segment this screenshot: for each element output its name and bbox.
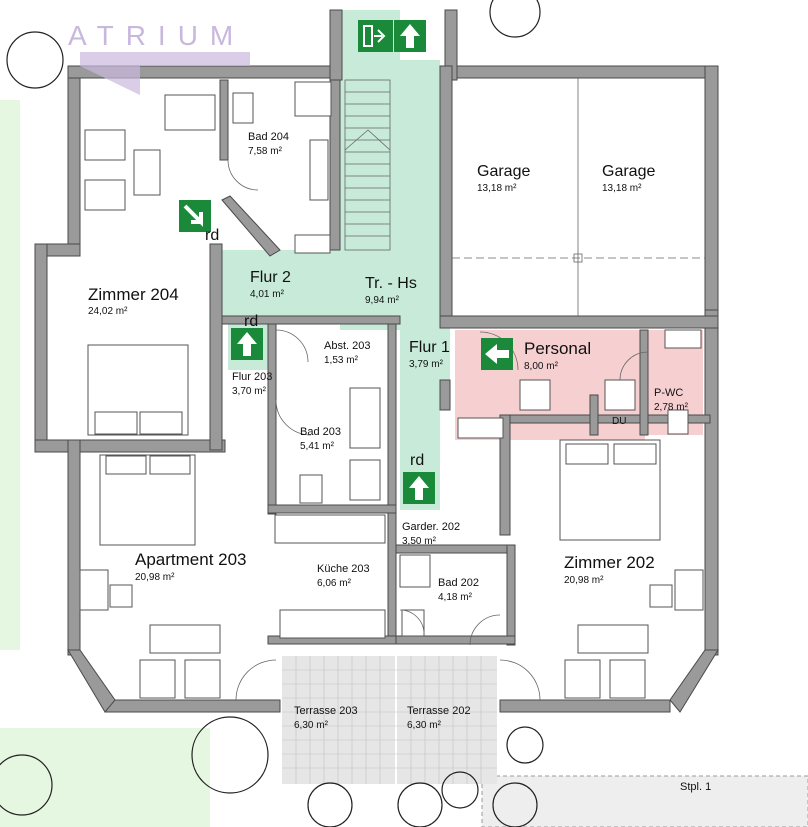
room-name-terrasse203: Terrasse 203 — [294, 705, 358, 717]
arrow-up-icon — [403, 472, 435, 504]
room-name-pwc: P-WC — [654, 387, 683, 399]
arrow-left-icon — [481, 338, 513, 370]
arrow-down-right-icon — [179, 200, 211, 232]
staircase — [344, 79, 391, 251]
terrace-grid — [282, 656, 497, 784]
room-area-terrasse203: 6,30 m² — [294, 720, 329, 731]
room-area-zimmer202: 20,98 m² — [564, 575, 604, 586]
room-area-abst203: 1,53 m² — [324, 355, 359, 366]
room-area-terrasse202: 6,30 m² — [407, 720, 442, 731]
room-name-flur203: Flur 203 — [232, 371, 272, 383]
rd-label: rd — [410, 452, 424, 469]
arrow-up-icon — [231, 328, 263, 360]
room-area-bad204: 7,58 m² — [248, 146, 283, 157]
logo-text: ATRIUM — [68, 20, 245, 51]
room-name-flur1: Flur 1 — [409, 339, 450, 356]
room-name-zimmer204: Zimmer 204 — [88, 285, 179, 304]
room-name-bad203: Bad 203 — [300, 426, 341, 438]
room-area-bad203: 5,41 m² — [300, 441, 335, 452]
room-name-apartment203: Apartment 203 — [135, 550, 247, 569]
interior-walls — [209, 65, 719, 646]
room-name-terrasse202: Terrasse 202 — [407, 705, 471, 717]
room-name-bad204: Bad 204 — [248, 131, 289, 143]
room-area-personal: 8,00 m² — [524, 361, 559, 372]
emergency-exit-icon — [358, 20, 393, 52]
room-area-garage2: 13,18 m² — [602, 183, 642, 194]
arrow-up-icon — [394, 20, 426, 52]
room-name-trhs: Tr. - Hs — [365, 275, 417, 292]
room-area-flur1: 3,79 m² — [409, 359, 444, 370]
room-area-zimmer204: 24,02 m² — [88, 306, 128, 317]
lawn-left — [0, 100, 20, 650]
room-area-pwc: 2,78 m² — [654, 402, 689, 413]
rd-label: rd — [205, 227, 219, 244]
room-area-bad202: 4,18 m² — [438, 592, 473, 603]
room-name-kueche203: Küche 203 — [317, 563, 370, 575]
exit-signs — [179, 20, 513, 504]
room-labels: Bad 204 7,58 m² Garage 13,18 m² Garage 1… — [88, 131, 711, 793]
terrace-zones — [282, 656, 497, 784]
lawn-bottom-left — [0, 728, 210, 827]
room-name-abst203: Abst. 203 — [324, 340, 370, 352]
room-area-apartment203: 20,98 m² — [135, 572, 175, 583]
room-name-garage2: Garage — [602, 163, 655, 180]
room-name-flur2: Flur 2 — [250, 269, 291, 286]
parking-label: Stpl. 1 — [680, 781, 711, 793]
exterior-walls — [34, 9, 719, 713]
rd-label: rd — [244, 313, 258, 330]
trees — [0, 0, 544, 827]
room-name-du: DU — [612, 416, 626, 427]
garage-markings — [452, 78, 705, 316]
room-name-personal: Personal — [524, 339, 591, 358]
room-area-flur203: 3,70 m² — [232, 386, 267, 397]
room-area-kueche203: 6,06 m² — [317, 578, 352, 589]
logo: ATRIUM — [68, 20, 250, 95]
room-area-flur2: 4,01 m² — [250, 289, 285, 300]
room-name-garder202: Garder. 202 — [402, 521, 460, 533]
furniture — [79, 81, 704, 699]
room-name-garage1: Garage — [477, 163, 530, 180]
room-name-zimmer202: Zimmer 202 — [564, 553, 655, 572]
room-area-garage1: 13,18 m² — [477, 183, 517, 194]
room-name-bad202: Bad 202 — [438, 577, 479, 589]
room-area-garder202: 3,50 m² — [402, 536, 437, 547]
room-area-trhs: 9,94 m² — [365, 295, 400, 306]
